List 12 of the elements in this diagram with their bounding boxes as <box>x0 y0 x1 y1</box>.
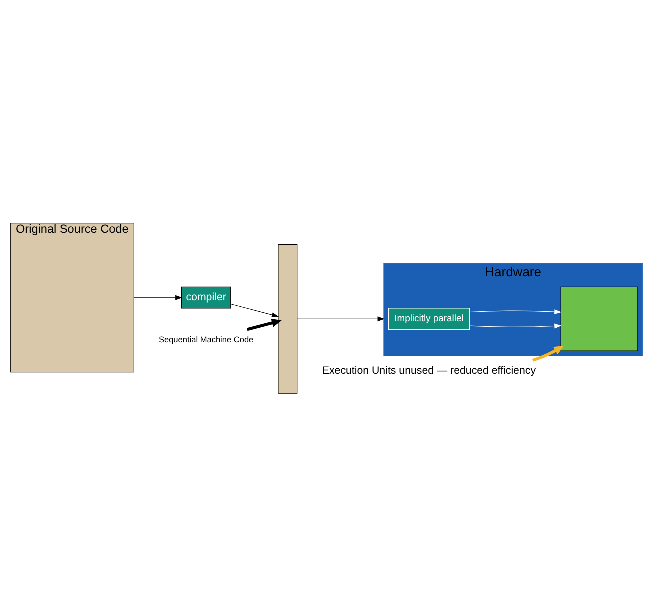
arrow <box>230 303 280 318</box>
node-box: Implicitly parallel <box>388 308 470 330</box>
arrow <box>470 323 562 328</box>
arrow <box>134 294 183 300</box>
arrow <box>470 309 562 314</box>
node-bar <box>278 244 298 394</box>
node-box: compiler <box>182 286 232 308</box>
node-box <box>560 286 638 351</box>
arrow <box>246 318 282 331</box>
arrow <box>297 316 385 322</box>
node-text: Execution Units unused — reduced efficiency <box>322 364 536 376</box>
node-box: Original Source Code <box>10 222 134 372</box>
